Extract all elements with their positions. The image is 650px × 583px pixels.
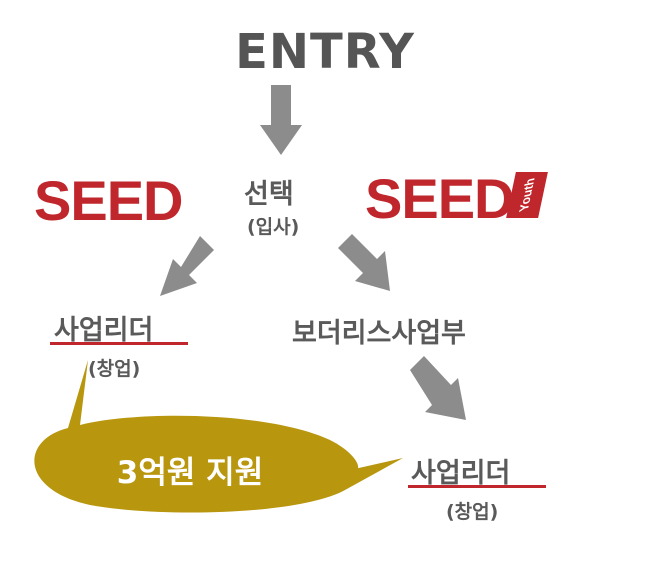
right-title-underline (408, 485, 546, 488)
entry-label: ENTRY (235, 24, 415, 80)
arrow-down-entry (260, 85, 302, 155)
choice-sub-label: (입사) (247, 216, 300, 238)
left-title-underline (50, 342, 188, 345)
seed-logo: SEED (34, 169, 183, 232)
arrow-to-right-path (338, 234, 390, 291)
choice-label: 선택 (244, 179, 294, 210)
arrow-to-left-path (160, 236, 214, 296)
arrow-down-right-path (410, 356, 466, 420)
left-path-title: 사업리더 (54, 315, 154, 346)
right-path-dept: 보더리스사업부 (292, 318, 466, 349)
right-path-sub: (창업) (446, 501, 499, 523)
youth-badge-text: Youth (516, 176, 538, 214)
seed-youth-logo: SEED (365, 167, 514, 230)
bubble-text: 3억원 지원 (116, 455, 264, 491)
speech-bubble (34, 360, 403, 513)
left-path-sub: (창업) (88, 358, 141, 380)
right-path-title: 사업리더 (411, 458, 511, 489)
